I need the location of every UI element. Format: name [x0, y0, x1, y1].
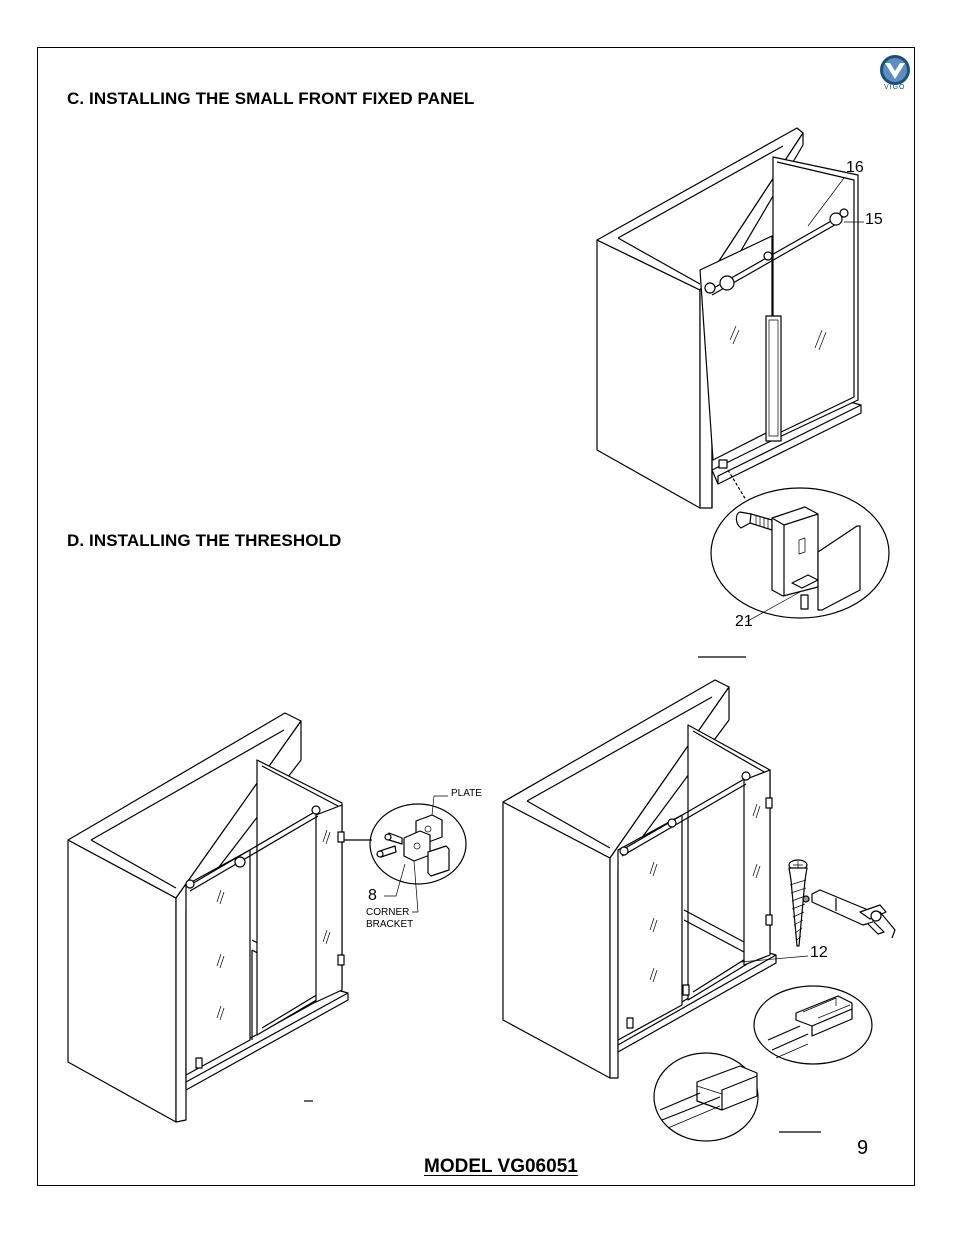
section-d-title: D. INSTALLING THE THRESHOLD: [67, 531, 342, 550]
figure-d-corner-bracket-detail: [369, 795, 467, 913]
page-number: 9: [857, 1137, 869, 1159]
section-c-title: C. INSTALLING THE SMALL FRONT FIXED PANE…: [67, 89, 475, 108]
figure-c-detail: [710, 487, 890, 623]
page-border: [37, 47, 915, 1186]
figure-c-enclosure: [596, 127, 864, 509]
callout-12: 12: [810, 944, 828, 961]
figure-d-threshold-detail-2: [653, 1052, 759, 1142]
callout-16: 16: [846, 159, 864, 176]
figure-d-right-enclosure: [502, 679, 809, 1079]
callout-21: 21: [735, 613, 753, 630]
callout-15: 15: [865, 211, 883, 228]
figure-d-left-enclosure: [67, 712, 372, 1123]
callout-8: 8: [368, 887, 377, 904]
label-corner: CORNER: [366, 907, 410, 918]
figure-d-threshold-detail-1: [753, 985, 873, 1065]
label-plate: PLATE: [451, 788, 482, 799]
logo-text: VIGO: [884, 84, 906, 91]
model-title: MODEL VG06051: [424, 1156, 578, 1177]
screw-and-sealant-gun: [788, 859, 896, 947]
label-bracket: BRACKET: [366, 919, 414, 930]
vigo-logo-icon: [880, 55, 910, 85]
